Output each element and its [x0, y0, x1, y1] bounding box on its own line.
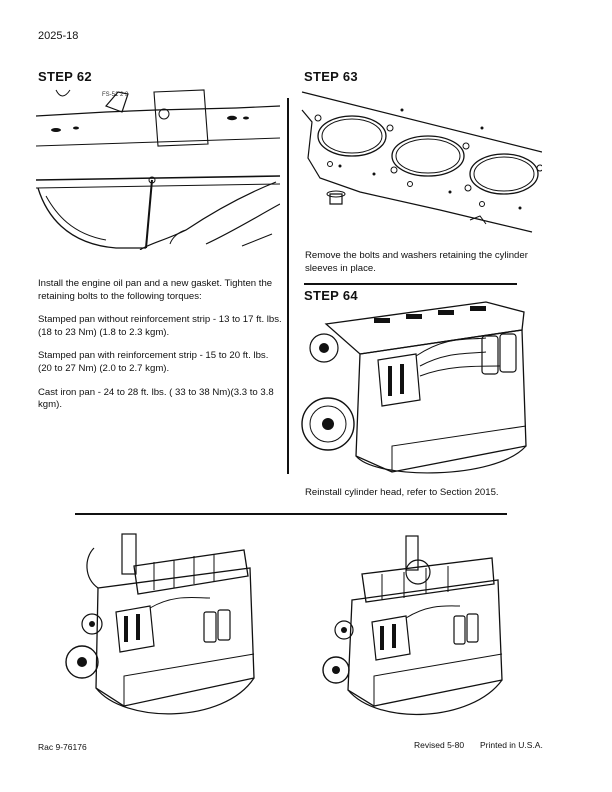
column-divider [287, 98, 289, 474]
step-62-intro: Install the engine oil pan and a new gas… [38, 278, 273, 302]
step-64-caption: Reinstall cylinder head, refer to Sectio… [305, 487, 499, 498]
footer-revised: Revised 5-80 [414, 740, 465, 750]
step-62-title: STEP 62 [38, 69, 92, 84]
cylinder-sleeves-illustration [301, 91, 542, 233]
figure-code: FS-51 2 3 [102, 92, 129, 98]
step-63-caption: Remove the bolts and washers retaining t… [305, 250, 528, 274]
engine-side-view-illustration [301, 301, 527, 474]
engine-assembled-view-left [65, 533, 255, 715]
torque-spec-cast-iron: Cast iron pan - 24 to 28 ft. lbs. ( 33 t… [38, 386, 274, 411]
step-64-title: STEP 64 [304, 288, 358, 303]
page-number: 2025-18 [38, 30, 79, 42]
step-63-64-divider [304, 283, 517, 285]
engine-assembled-view-right [322, 535, 503, 716]
step-63-title: STEP 63 [304, 69, 358, 84]
footer-form-number: Rac 9-76176 [38, 742, 87, 752]
torque-spec-stamped-with-strip: Stamped pan with reinforcement strip - 1… [38, 350, 269, 374]
section-rule [75, 513, 507, 515]
oil-pan-installation-illustration: FS-51 2 3 [36, 89, 280, 250]
footer-printed: Printed in U.S.A. [480, 740, 543, 750]
torque-spec-stamped-without-strip: Stamped pan without reinforcement strip … [38, 314, 282, 338]
